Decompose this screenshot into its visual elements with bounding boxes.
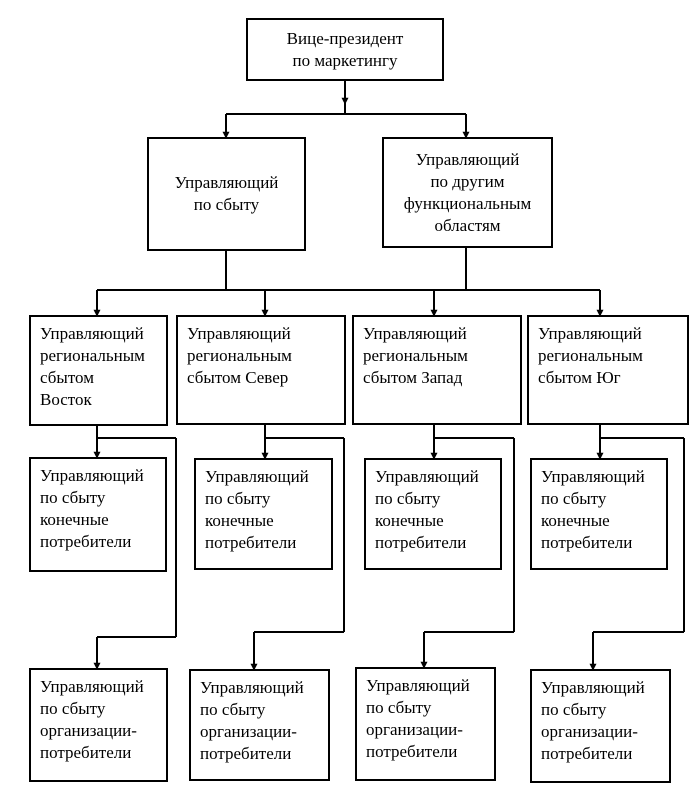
east-consumers-box: Управляющий по сбыту конечные потребител… bbox=[29, 457, 167, 572]
region-east-box: Управляющий региональным сбытом Восток bbox=[29, 315, 168, 426]
north-organizations-box: Управляющий по сбыту организации- потреб… bbox=[189, 669, 330, 781]
north-consumers-box: Управляющий по сбыту конечные потребител… bbox=[194, 458, 333, 570]
west-consumers-box: Управляющий по сбыту конечные потребител… bbox=[364, 458, 502, 570]
region-south-box: Управляющий региональным сбытом Юг bbox=[527, 315, 689, 425]
vp-marketing-box: Вице-президент по маркетингу bbox=[246, 18, 444, 81]
south-consumers-box: Управляющий по сбыту конечные потребител… bbox=[530, 458, 668, 570]
region-west-box: Управляющий региональным сбытом Запад bbox=[352, 315, 522, 425]
south-organizations-box: Управляющий по сбыту организации- потреб… bbox=[530, 669, 671, 783]
east-organizations-box: Управляющий по сбыту организации- потреб… bbox=[29, 668, 168, 782]
mgr-sales-box: Управляющий по сбыту bbox=[147, 137, 306, 251]
mgr-other-box: Управляющий по другим функциональным обл… bbox=[382, 137, 553, 248]
region-north-box: Управляющий региональным сбытом Север bbox=[176, 315, 346, 425]
west-organizations-box: Управляющий по сбыту организации- потреб… bbox=[355, 667, 496, 781]
